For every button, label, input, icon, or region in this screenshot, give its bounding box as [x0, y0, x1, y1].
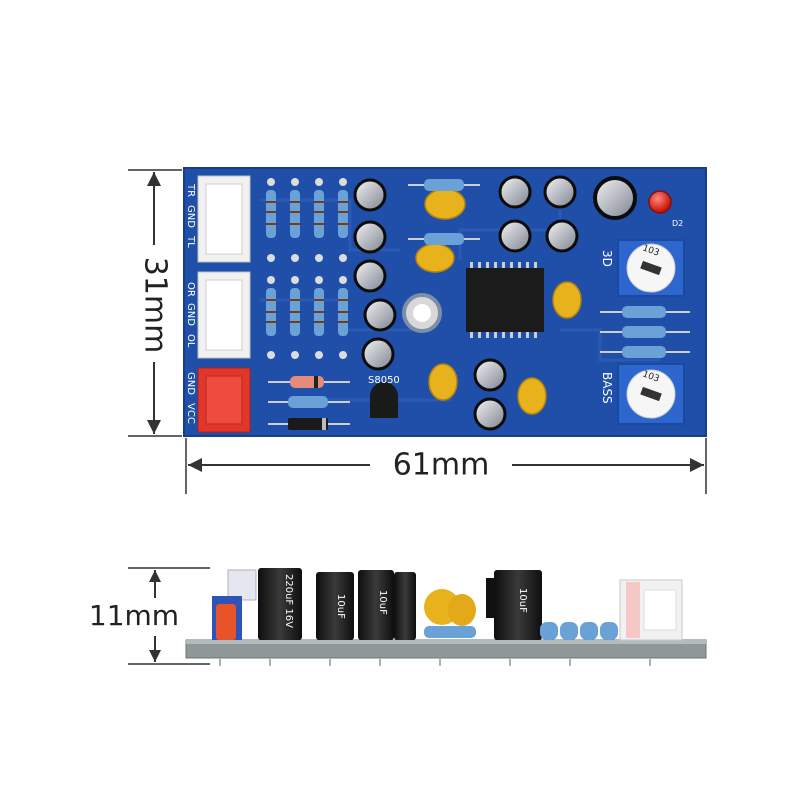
ic-chip [466, 262, 544, 338]
connector-labels-bottom: GND VCC [185, 372, 196, 424]
connector-labels-top: TR GND TL [185, 183, 196, 248]
potentiometer-bass: 103 BASS [600, 363, 685, 425]
transistor-label: S8050 [368, 375, 400, 386]
svg-text:TR: TR [185, 183, 196, 197]
pot-bass-label: BASS [600, 372, 614, 404]
connector-labels-middle: OR GND OL [185, 282, 196, 348]
height-dimension: 31mm [128, 169, 182, 437]
svg-text:GND: GND [185, 372, 196, 395]
pot-3d-label: 3D [600, 250, 614, 267]
right-resistors [600, 306, 690, 358]
svg-text:OR: OR [185, 282, 196, 297]
width-dimension: 61mm [185, 438, 707, 494]
height-label: 31mm [138, 257, 173, 354]
transistor: S8050 [368, 375, 400, 418]
side-cap-marking-3: 10uF [377, 590, 388, 615]
thickness-label: 11mm [89, 599, 179, 632]
svg-text:VCC: VCC [185, 403, 196, 424]
svg-text:OL: OL [185, 334, 196, 348]
svg-text:GND: GND [185, 303, 196, 326]
pcb-top-view: TR GND TL OR GND OL GND VCC [183, 167, 707, 437]
side-cap-marking-4: 10uF [517, 588, 528, 613]
side-cap-marking-2: 10uF [335, 594, 346, 619]
ceramic-capacitors [415, 188, 582, 415]
svg-text:TL: TL [185, 235, 196, 248]
potentiometer-3d: 103 3D [600, 239, 685, 297]
resistor-array-top [266, 190, 348, 238]
led: D2 [648, 190, 683, 228]
led-label: D2 [672, 219, 683, 228]
pcb-side-view: 220uF 16V 10uF 10uF 10uF [185, 568, 707, 666]
width-label: 61mm [393, 448, 490, 483]
thickness-dimension: 11mm [89, 567, 210, 665]
electrolytic-capacitors [353, 175, 637, 431]
side-cap-marking-1: 220uF 16V [283, 574, 294, 628]
resistor-array-middle [266, 288, 348, 336]
svg-text:GND: GND [185, 205, 196, 228]
top-resistors [408, 179, 480, 245]
diode-and-resistors [268, 376, 350, 430]
